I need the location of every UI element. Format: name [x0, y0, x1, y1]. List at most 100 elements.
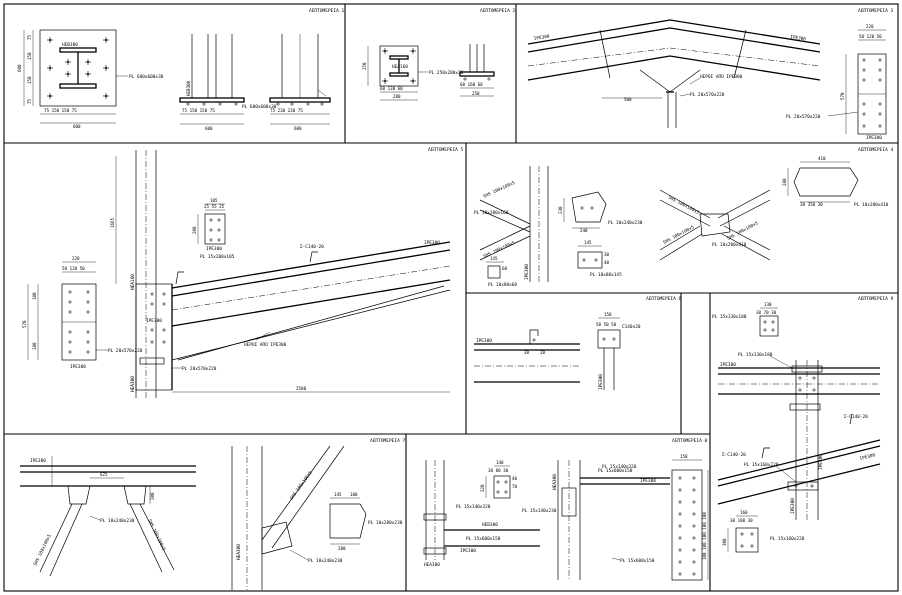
dim-130-9: 130 — [764, 302, 772, 307]
dim-seq-9: 30 70 30 — [756, 310, 777, 315]
detail-8: HEA300 HEB300 IPE300 PL 15x140x320 PL 15… — [423, 454, 709, 581]
label-shs-7b: SHS 100x100x5 — [146, 518, 167, 552]
label-pl-15-140-320b: PL 15x140x320 — [602, 464, 637, 470]
label-hea300-8: HEA300 — [424, 562, 440, 568]
label-ipe300-5b: IPE300 — [70, 364, 86, 370]
dim-seq-4: 30 350 30 — [800, 202, 823, 207]
detail-1: HEB300 PL 600x600x30 600 75 150 150 75 7… — [17, 29, 331, 131]
panel-title-3: ΛΕΠΤΟΜΕΡΕΙΑ 3 — [858, 8, 894, 14]
label-pl-15-160-b: PL 15x160x220 — [770, 536, 805, 542]
label-shs-7c: SHS 100x100x5 — [289, 470, 314, 502]
label-heb300-elev: HEB300 — [186, 80, 191, 96]
detail-9: IPE300 IPE300 Σ-C140-20 Σ-C140-20 IPE300… — [712, 302, 881, 553]
dim-140-8: 140 — [496, 460, 504, 465]
label-shs-4c: SHS 100x100x5 — [667, 194, 700, 216]
gusset-4: 240 230 PL 10x240x230 145 30 40 PL 10x80… — [558, 191, 643, 278]
detail-6: IPE300 IPE300 C140x20 150 50 50 50 30 20 — [474, 312, 641, 390]
column-elevation-2b: 60 160 60 250 — [459, 44, 495, 97]
dim-600-elev1: 600 — [205, 126, 213, 131]
detail-4: IPE300 SHS 100x100x5 SHS 100x100x5 PL 10… — [474, 156, 889, 288]
label-haunch-5: ΗΕΡΟΣ ΑΠΟ IPE300 — [244, 342, 287, 348]
dim-40-8: 40 — [512, 476, 518, 481]
dim-625-7: 625 — [100, 472, 108, 477]
label-ipe300-8: IPE300 — [460, 548, 476, 554]
label-hea300-8b: HEA300 — [552, 474, 558, 490]
dim-seq-elev1: 75 150 150 75 — [182, 108, 215, 113]
dim-410-4: 410 — [818, 156, 826, 161]
label-purlin-6: C140x20 — [622, 324, 641, 330]
label-ipe300-9b: IPE300 — [859, 452, 876, 462]
dim-seq-2b: 60 160 60 — [460, 82, 483, 87]
label-hea160-5: HEA160 — [130, 274, 136, 290]
dim-570-3: 570 — [840, 92, 845, 100]
dim-150-8: 150 — [680, 454, 688, 459]
label-purlin-9b: Σ-C140-20 — [722, 452, 746, 458]
column-5: 1665 HEA160 HEA300 IPE300 — [110, 150, 173, 398]
dim-seq-6: 50 50 50 — [596, 322, 617, 327]
label-pl-570-5: PL 20x570x220 — [182, 366, 217, 372]
label-purlin-9a: Σ-C140-20 — [844, 414, 868, 420]
label-pl-15-130-b: PL 15x130x180 — [738, 352, 773, 358]
dim-145-7: 145 — [334, 492, 342, 497]
dim-160-9: 160 — [740, 510, 748, 515]
label-haunch-3: ΗΕΡΟΣ ΑΠΟ IPE300 — [700, 74, 743, 80]
dim-300-9: 300 — [722, 538, 727, 546]
label-shs-4a: SHS 100x100x5 — [482, 180, 516, 200]
dim-75-b: 75 — [27, 98, 32, 104]
dim-280-2a: 280 — [393, 94, 401, 99]
label-hea160-2: HEA160 — [392, 64, 408, 70]
hea-section-2 — [389, 55, 409, 77]
label-heb300-8: HEB300 — [482, 522, 498, 528]
cross-bracing-4: SHS 100x100x5 SHS 100x100x5 SHS 100x100x… — [659, 189, 771, 261]
label-hea300-5: HEA300 — [130, 376, 136, 392]
label-pl-570-5b: PL 20x570x220 — [108, 348, 143, 354]
dim-20-6: 20 — [540, 350, 546, 355]
label-pl-10-280: PL 10x280x160 — [474, 210, 509, 216]
dim-30-4: 30 — [604, 252, 610, 257]
dim-105-5: 105 — [210, 198, 218, 203]
heb-section — [59, 47, 97, 89]
dim-600-vertical: 600 — [17, 64, 22, 72]
label-heb300: HEB300 — [62, 42, 78, 48]
dim-180-5: 180 — [32, 342, 37, 350]
dim-280-7: 280 — [338, 546, 346, 551]
dim-500-3: 500 — [624, 97, 632, 102]
dim-70-8: 70 — [512, 484, 518, 489]
dim-60-4: 60 — [502, 266, 508, 271]
dim-seq-elev2: 75 230 230 75 — [270, 108, 303, 113]
dim-side-8: 100 100 100 100 100 — [702, 512, 707, 560]
dim-1665: 1665 — [110, 217, 115, 228]
dim-220-3: 220 — [866, 24, 874, 29]
detail-2: HEA160 PL 250x280x20 250 60 130 60 280 6… — [362, 44, 495, 101]
label-pl-600: PL 600x600x30 — [129, 74, 164, 80]
label-pl-15-600-150: PL 15x600x150 — [466, 536, 501, 542]
label-ipe300-col-5: IPE300 — [146, 318, 162, 324]
label-pl-570-3b: PL 20x570x220 — [786, 114, 821, 120]
label-ipe300-7: IPE300 — [30, 458, 46, 464]
panel-title-4: ΛΕΠΤΟΜΕΡΕΙΑ 4 — [858, 147, 894, 153]
dim-seq-plan: 75 150 150 75 — [44, 108, 77, 113]
column-elevation-1: HEB300 75 150 150 75 600 — [179, 34, 245, 131]
dim-40-4: 40 — [604, 260, 610, 265]
label-pl-600-elev: PL 600x600x30 — [242, 104, 277, 110]
dim-small-5: 25 55 25 — [204, 204, 225, 209]
label-pl-570-3: PL 20x570x220 — [690, 92, 725, 98]
label-pl-15-140-230: PL 15x140x230 — [522, 508, 557, 514]
dim-200-7: 200 — [150, 492, 155, 500]
bolt-grid-8 — [677, 475, 697, 577]
label-ipe300-8b: IPE300 — [640, 478, 656, 484]
dim-150-6: 150 — [604, 312, 612, 317]
panel-title-8: ΛΕΠΤΟΜΕΡΕΙΑ 8 — [672, 438, 708, 444]
label-pl-10-240-7: PL 10x240x230 — [100, 518, 135, 524]
dim-seq2-9: 30 100 30 — [730, 518, 753, 523]
dim-250-2b: 250 — [472, 91, 480, 96]
label-shs-4b: SHS 100x100x5 — [482, 240, 516, 260]
label-ipe300-6b: IPE300 — [598, 374, 604, 390]
panel-title-6: ΛΕΠΤΟΜΕΡΕΙΑ 6 — [646, 296, 682, 302]
column-4: IPE300 SHS 100x100x5 SHS 100x100x5 PL 10… — [474, 166, 549, 288]
label-pl-15-600-150c: PL 15x600x150 — [620, 558, 655, 564]
detail-3: IPE300 IPE300 ΗΕΡΟΣ ΑΠΟ IPE300 PL 20x570… — [527, 19, 887, 141]
dim-150-a: 150 — [27, 52, 32, 60]
label-ipe300-col-9: IPE300 — [818, 454, 824, 470]
